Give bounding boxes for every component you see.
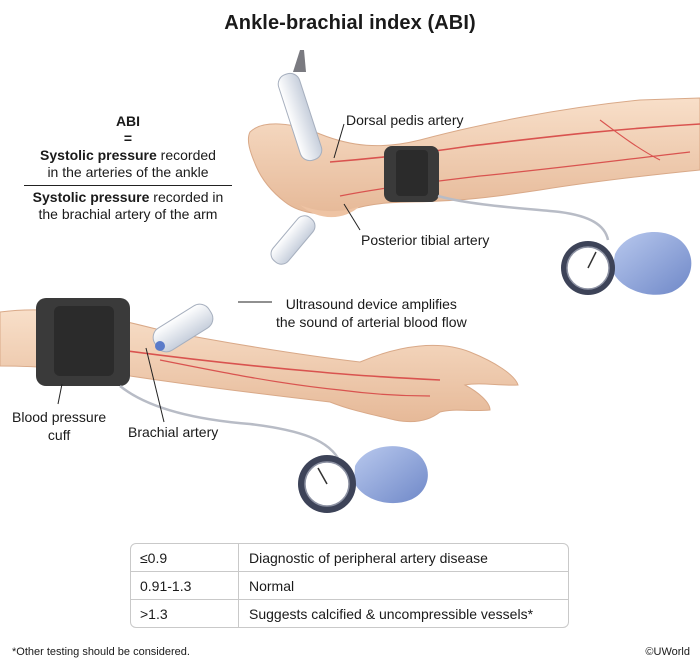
label-posterior-tibial: Posterior tibial artery [361,232,490,248]
leader-cuff [57,383,63,405]
formula-equals: = [123,130,133,146]
page-title: Ankle-brachial index (ABI) [224,12,476,34]
label-cuff-line2: cuff [47,427,71,443]
denominator-rest2: the brachial artery of the arm [38,206,218,222]
denominator-bold: Systolic pressure [32,189,150,205]
leg-artery [329,123,700,163]
arm-illustration [0,298,519,513]
arm-artery [119,349,441,381]
footnote: *Other testing should be considered. [12,646,190,658]
leg-illustration [247,50,700,295]
arm-probe [152,303,214,353]
label-ultrasound-line2: the sound of arterial blood flow [276,314,467,330]
formula-numerator: Systolic pressure recorded in the arteri… [22,147,234,181]
formula-lhs: ABI [115,113,141,129]
ankle-cuff-strap [396,150,428,196]
ankle-sphygmomanometer [561,232,692,295]
leader-tibial [343,203,361,231]
leader-dorsal [333,123,345,159]
copyright: ©UWorld [645,646,690,658]
table-row: ≤0.9 Diagnostic of peripheral artery dis… [131,544,568,572]
leg-artery-3 [599,119,661,161]
numerator-rest1: recorded [156,147,216,163]
numerator-bold: Systolic pressure [40,147,157,163]
arm-artery-2 [159,359,431,397]
arm-cuff-strap [54,306,114,376]
table-range-cell: ≤0.9 [131,544,239,571]
formula-denominator: Systolic pressure recorded in the brachi… [22,189,234,223]
heel-shape [300,205,360,218]
label-ultrasound: Ultrasound device amplifies the sound of… [276,295,467,331]
fraction-bar [24,185,232,186]
table-row: >1.3 Suggests calcified & uncompressible… [131,600,568,627]
dorsal-probe [277,50,323,162]
leg-shape [247,97,700,215]
arm-cuff-tube [119,385,342,463]
label-ultrasound-line1: Ultrasound device amplifies [285,296,457,312]
leader-brachial [145,347,165,423]
label-cuff: Blood pressure cuff [12,408,106,444]
label-dorsal-pedis: Dorsal pedis artery [346,112,464,128]
table-meaning-cell: Normal [249,578,295,594]
abi-table: ≤0.9 Diagnostic of peripheral artery dis… [130,543,569,628]
label-cuff-line1: Blood pressure [12,409,107,425]
table-range-cell: >1.3 [131,600,239,627]
table-range-cell: 0.91-1.3 [131,572,239,599]
arm-sphygmomanometer [298,446,428,513]
numerator-rest2: in the arteries of the ankle [47,164,209,180]
tibial-probe [270,215,316,265]
ankle-cuff-tube [437,194,610,241]
abi-formula: ABI = Systolic pressure recorded in the … [22,113,234,223]
denominator-rest1: recorded in [149,189,224,205]
label-brachial: Brachial artery [128,424,219,440]
table-meaning-cell: Suggests calcified & uncompressible vess… [249,606,534,622]
table-meaning-cell: Diagnostic of peripheral artery disease [249,550,488,566]
table-row: 0.91-1.3 Normal [131,572,568,600]
